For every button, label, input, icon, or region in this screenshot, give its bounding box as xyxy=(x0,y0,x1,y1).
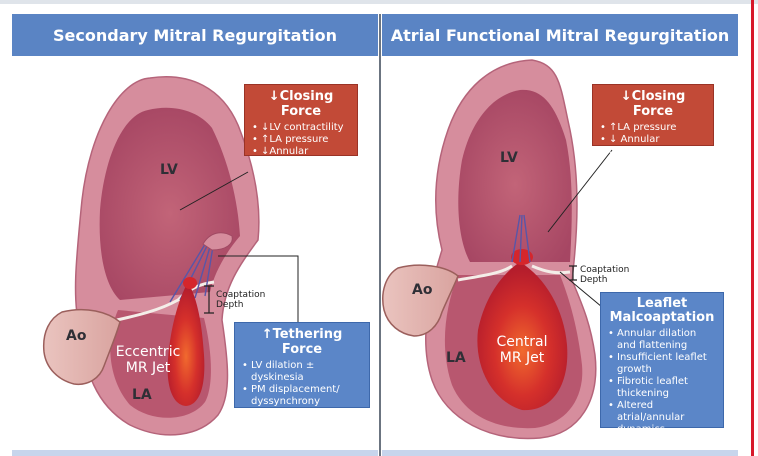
right-chordae xyxy=(511,214,531,263)
right-closing-force-list: ↑LA pressure ↓ Annular contraction xyxy=(599,122,707,158)
list-item: Annular dilation and flattening xyxy=(607,328,717,352)
right-coaptation-label: Coaptation Depth xyxy=(580,265,629,285)
left-closing-force-box: ↓Closing Force ↓LV contractility ↑LA pre… xyxy=(244,84,358,169)
right-jet-label: Central MR Jet xyxy=(484,334,560,366)
left-closing-force-title: ↓Closing Force xyxy=(268,89,334,119)
left-jet-label-line1: Eccentric xyxy=(115,344,181,360)
left-jet-label-line2: MR Jet xyxy=(125,360,171,376)
right-coaptation-bracket xyxy=(569,265,577,281)
right-leader-lv xyxy=(547,149,613,233)
list-item: ↓LV contractility xyxy=(251,122,351,134)
panel-divider xyxy=(379,14,381,456)
right-jet-origin xyxy=(511,249,533,265)
left-panel-title: Secondary Mitral Regurgitation xyxy=(53,25,337,45)
list-item: ↓Annular contraction xyxy=(251,146,351,170)
right-coaptation-line1: Coaptation xyxy=(580,265,630,275)
left-panel-header: Secondary Mitral Regurgitation xyxy=(12,14,378,56)
right-coaptation-line2: Depth xyxy=(580,275,608,285)
right-malcoaptation-title-line1: Leaflet xyxy=(636,296,688,311)
left-jet-origin xyxy=(183,277,197,289)
list-item: LV dilation ± dyskinesia xyxy=(241,360,363,384)
left-coaptation-bracket xyxy=(204,285,214,314)
left-la-label: LA xyxy=(132,387,152,403)
left-coaptation-line2: Depth xyxy=(216,300,244,310)
left-coaptation-label: Coaptation Depth xyxy=(216,290,265,310)
list-item: PM displacement/ dyssynchrony xyxy=(241,384,363,408)
left-closing-force-list: ↓LV contractility ↑LA pressure ↓Annular … xyxy=(251,122,351,170)
right-malcoaptation-title-line2: Malcoaptation xyxy=(609,310,715,325)
list-item: Altered atrial/annular dynamics xyxy=(607,400,717,436)
right-ao-label: Ao xyxy=(412,282,433,298)
list-item: Annular dilation (relative) xyxy=(241,408,363,432)
list-item: ↓ Annular contraction xyxy=(599,134,707,158)
bottom-bar-left xyxy=(12,450,378,456)
right-central-jet xyxy=(477,262,568,411)
left-heart xyxy=(42,76,299,436)
left-leader-lv xyxy=(179,171,249,211)
left-lv-label: LV xyxy=(160,162,178,178)
right-la-label: LA xyxy=(446,350,466,366)
left-coaptation-line1: Coaptation xyxy=(216,290,266,300)
left-eccentric-jet xyxy=(167,282,205,406)
right-panel-title: Atrial Functional Mitral Regurgitation xyxy=(390,25,730,45)
list-item: Insufficient leaflet growth xyxy=(607,352,717,376)
top-rule xyxy=(0,0,758,4)
right-closing-force-title: ↓Closing Force xyxy=(620,89,686,119)
left-tethering-force-title: ↑Tethering Force xyxy=(261,327,343,357)
right-lv-label: LV xyxy=(500,150,518,166)
left-chordae xyxy=(169,239,215,303)
right-mitral-valve xyxy=(457,264,571,282)
right-heart xyxy=(382,59,613,440)
left-aorta xyxy=(42,308,121,386)
left-papillary-muscle xyxy=(202,232,233,251)
list-item: ↑LA pressure xyxy=(599,122,707,134)
right-accent-rule xyxy=(751,0,754,456)
right-jet-label-line2: MR Jet xyxy=(499,350,545,366)
left-mitral-valve xyxy=(107,280,215,324)
left-jet-label: Eccentric MR Jet xyxy=(108,344,188,376)
right-closing-force-box: ↓Closing Force ↑LA pressure ↓ Annular co… xyxy=(592,84,714,157)
bottom-bar-right xyxy=(382,450,738,456)
left-leader-tether xyxy=(218,255,299,326)
right-aorta xyxy=(382,264,459,337)
right-malcoaptation-box: Leaflet Malcoaptation Annular dilation a… xyxy=(600,292,724,435)
left-tethering-force-list: LV dilation ± dyskinesia PM displacement… xyxy=(241,360,363,432)
left-tethering-force-box: ↑Tethering Force LV dilation ± dyskinesi… xyxy=(234,322,370,431)
left-lv-cavity xyxy=(99,107,240,300)
left-ao-label: Ao xyxy=(66,328,87,344)
right-panel-header: Atrial Functional Mitral Regurgitation xyxy=(382,14,738,56)
right-malcoaptation-title: Leaflet Malcoaptation xyxy=(607,297,717,325)
list-item: Fibrotic leaflet thickening xyxy=(607,376,717,400)
right-lv-cavity xyxy=(458,89,572,262)
right-malcoaptation-list: Annular dilation and flattening Insuffic… xyxy=(607,328,717,436)
list-item: ↑LA pressure xyxy=(251,134,351,146)
right-jet-label-line1: Central xyxy=(496,334,548,350)
